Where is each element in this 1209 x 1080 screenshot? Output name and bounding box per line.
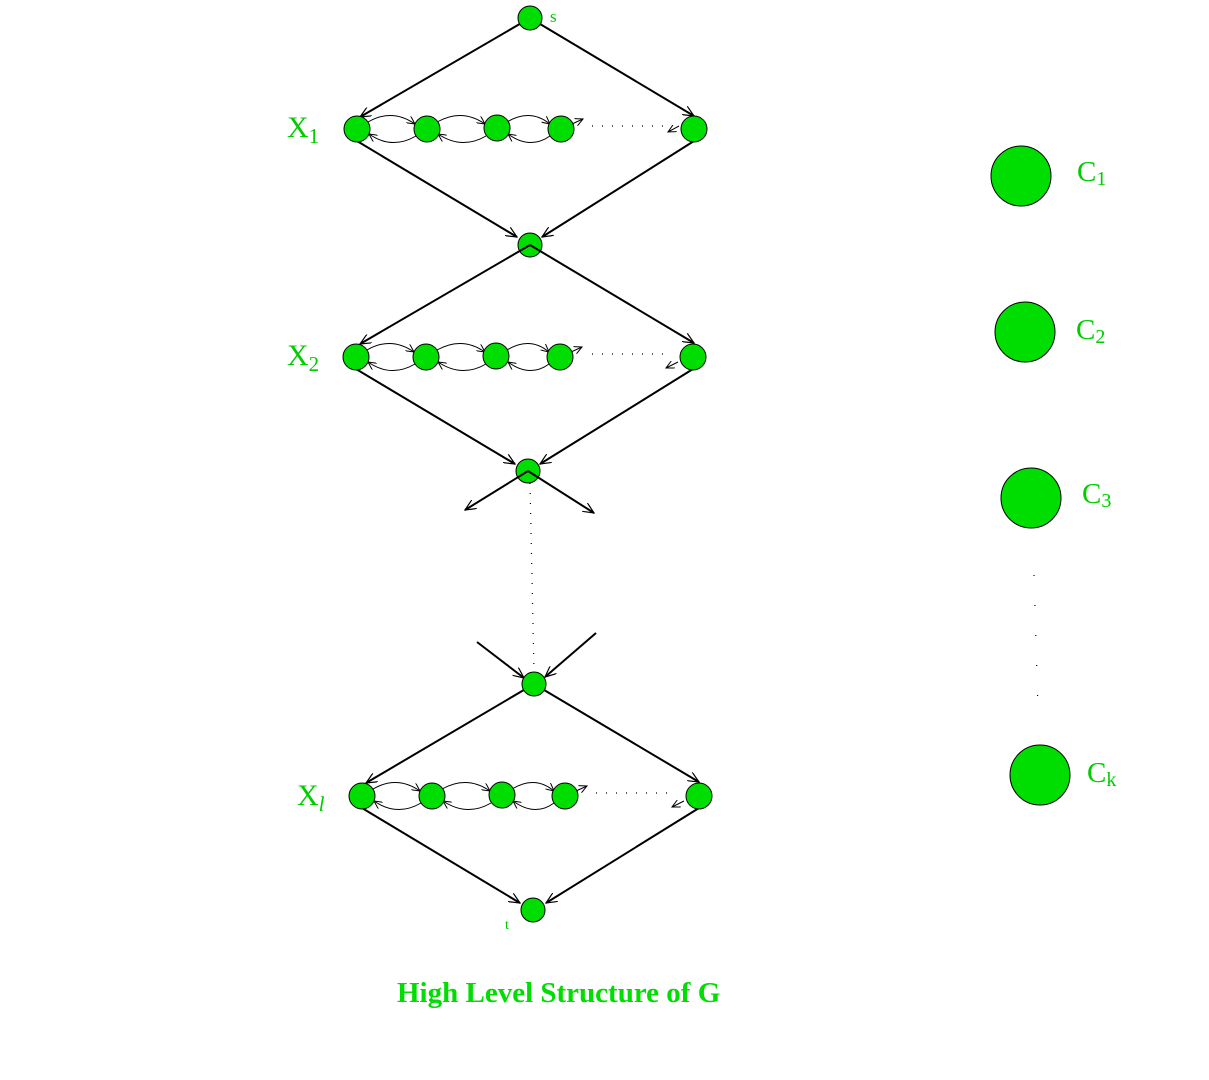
layer-gap <box>465 470 597 678</box>
chain-arcs-x2 <box>366 343 679 371</box>
node-x1-2 <box>413 115 441 143</box>
edge-in-left <box>476 641 524 678</box>
sink-label: t <box>505 918 509 933</box>
edge-j1-x2-left <box>360 244 531 345</box>
diagram-title: High Level Structure of G <box>397 977 720 1009</box>
node-x1-last <box>680 115 708 143</box>
source-label: s <box>550 7 557 26</box>
clause-ellipsis <box>1033 574 1039 711</box>
node-c2 <box>994 301 1056 363</box>
vertical-ellipsis <box>529 482 535 673</box>
node-xl-1 <box>348 782 376 810</box>
edge-xl-right-down <box>546 807 700 904</box>
node-c1 <box>990 145 1052 207</box>
layer-label-x2: X2 <box>287 339 319 376</box>
edge-j1-x2-right <box>529 244 694 344</box>
layer-label-xl: Xl <box>297 779 325 816</box>
node-c3 <box>1000 467 1062 529</box>
edge-xl-left-down <box>361 807 520 904</box>
node-xl-2 <box>418 782 446 810</box>
edge-j2-out-right <box>527 470 594 514</box>
layer-x1 <box>343 5 708 258</box>
edge-jl-xl-right <box>533 683 699 783</box>
edge-s-x1-right <box>529 17 694 117</box>
edge-j2-out-left <box>465 470 529 511</box>
clause-label-ck: Ck <box>1087 757 1116 791</box>
node-xl-4 <box>551 782 579 810</box>
node-x2-last <box>679 343 707 371</box>
node-ck <box>1009 744 1071 806</box>
node-junction-l <box>521 671 547 697</box>
clause-nodes <box>990 145 1071 806</box>
edge-x1-left-down <box>356 140 517 238</box>
node-x2-1 <box>342 343 370 371</box>
node-x1-1 <box>343 115 371 143</box>
clause-label-c3: C3 <box>1082 478 1111 512</box>
layer-x2 <box>342 244 707 484</box>
clause-label-c1: C1 <box>1077 156 1106 190</box>
node-xl-3 <box>488 781 516 809</box>
edge-s-x1-left <box>360 17 531 118</box>
edge-x2-left-down <box>355 368 515 465</box>
node-x2-2 <box>412 343 440 371</box>
node-x2-4 <box>546 343 574 371</box>
node-s <box>517 5 543 31</box>
layer-label-x1: X1 <box>287 111 319 148</box>
node-x1-4 <box>547 115 575 143</box>
layer-xl <box>348 671 713 923</box>
clause-label-c2: C2 <box>1076 314 1105 348</box>
edge-jl-xl-left <box>366 683 535 784</box>
node-t <box>520 897 546 923</box>
edge-x1-right-down <box>542 140 695 238</box>
chain-arcs-x1 <box>367 115 680 143</box>
edge-in-right <box>545 632 597 677</box>
node-x2-3 <box>482 342 510 370</box>
node-x1-3 <box>483 114 511 142</box>
chain-arcs-xl <box>372 782 685 810</box>
edge-x2-right-down <box>540 368 694 465</box>
node-xl-last <box>685 782 713 810</box>
